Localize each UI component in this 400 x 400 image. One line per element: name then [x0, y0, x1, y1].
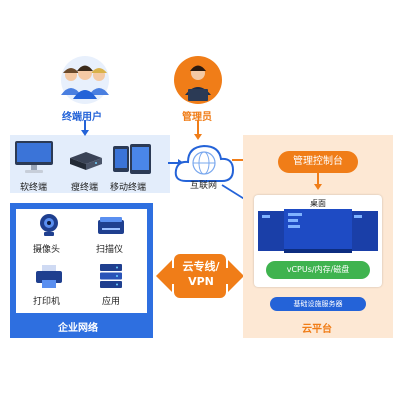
soft-terminal-label: 软终端	[20, 183, 48, 193]
application	[97, 262, 125, 290]
thin-terminal	[68, 150, 104, 172]
users-icon	[61, 56, 109, 104]
cloud-icon	[174, 144, 235, 182]
double-arrow-icon	[156, 254, 244, 298]
vpn-line1: 云专线/	[182, 260, 220, 273]
users-group	[55, 55, 115, 105]
enterprise-inner	[16, 209, 147, 313]
desktop-window: 桌面 vCPUs/内存/磁盘	[254, 195, 382, 287]
infra-server-pill: 基础设施服务器	[270, 297, 366, 311]
internet-label: 互联网	[190, 181, 218, 191]
users-label: 终端用户	[62, 112, 102, 123]
mobile-devices-icon	[113, 144, 151, 174]
desktop-monitor-icon	[15, 141, 53, 173]
enterprise-title: 企业网络	[58, 323, 98, 334]
camera-icon	[40, 214, 58, 236]
vpn-line2: VPN	[188, 275, 214, 288]
server-rack-icon	[100, 264, 122, 288]
scanner-icon	[98, 217, 124, 234]
desktop-screens-icon	[258, 209, 378, 253]
desktop-title: 桌面	[310, 199, 326, 208]
application-label: 应用	[102, 297, 121, 307]
admin-label: 管理员	[182, 112, 212, 123]
soft-terminal	[14, 140, 54, 174]
resources-pill: vCPUs/内存/磁盘	[266, 261, 370, 279]
printer	[34, 264, 64, 290]
scanner-label: 扫描仪	[96, 245, 124, 255]
printer-label: 打印机	[33, 297, 61, 307]
internet-cloud	[172, 137, 236, 191]
desktop-screens	[258, 209, 378, 253]
admin-group	[171, 55, 225, 105]
printer-icon	[36, 265, 62, 288]
enterprise-network-panel	[10, 203, 153, 338]
vpn-link: 云专线/ VPN	[156, 248, 244, 304]
thin-client-icon	[70, 152, 102, 170]
mobile-terminal-label: 移动终端	[110, 183, 147, 193]
camera	[36, 212, 62, 238]
scanner	[96, 216, 126, 238]
admin-icon	[174, 56, 222, 104]
thin-terminal-label: 瘦终端	[71, 183, 99, 193]
mobile-terminal	[112, 143, 152, 175]
cloud-platform-title: 云平台	[302, 324, 332, 335]
management-console: 管理控制台	[278, 151, 358, 173]
camera-label: 摄像头	[33, 245, 61, 255]
